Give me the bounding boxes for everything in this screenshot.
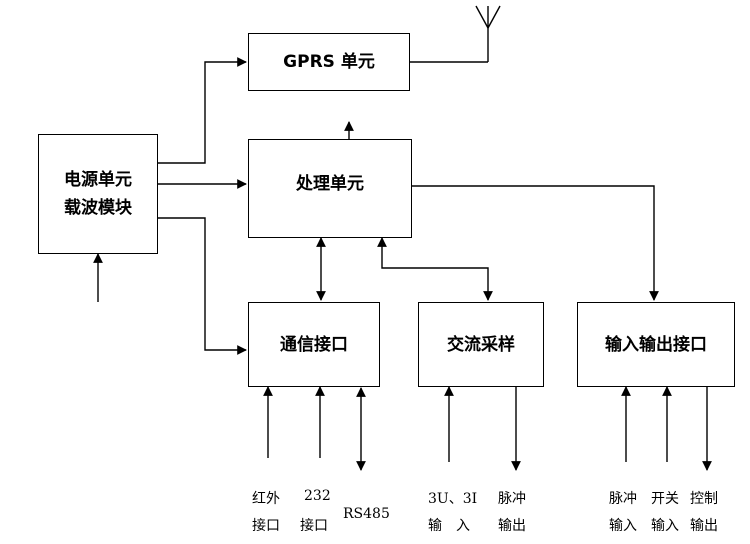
switch-input-label-2: 输入 xyxy=(651,518,679,534)
antenna-icon xyxy=(410,5,501,63)
comm-interface-block: 通信接口 xyxy=(248,302,380,387)
pulse-output-label-1: 脉冲 xyxy=(498,491,526,507)
ac-sampling-label: 交流采样 xyxy=(447,334,515,355)
power-to-gprs-arrow xyxy=(158,57,247,164)
pulse-output-label-2: 输出 xyxy=(498,518,526,534)
power-to-comm-arrow xyxy=(158,217,247,355)
processor-unit-block: 处理单元 xyxy=(248,139,412,238)
p232-label-1: 232 xyxy=(304,488,331,504)
processor-ac-arrow xyxy=(377,237,493,301)
ir-label-1: 红外 xyxy=(252,491,280,507)
carrier-module-label: 载波模块 xyxy=(64,198,132,218)
ac-input-label-2: 输 入 xyxy=(428,518,470,534)
pulse-input-label-1: 脉冲 xyxy=(609,491,637,507)
comm-interface-label: 通信接口 xyxy=(280,334,348,355)
gprs-unit-block: GPRS 单元 xyxy=(248,33,410,91)
ir-label-2: 接口 xyxy=(252,518,280,534)
ac-sampling-block: 交流采样 xyxy=(418,302,544,387)
p232-label-2: 接口 xyxy=(300,518,328,534)
io-interface-label: 输入输出接口 xyxy=(605,334,707,355)
pulse-input-label-2: 输入 xyxy=(609,518,637,534)
gprs-unit-label: GPRS 单元 xyxy=(283,52,375,72)
control-output-label-2: 输出 xyxy=(690,518,718,534)
power-unit-label: 电源单元 xyxy=(64,170,132,190)
io-interface-block: 输入输出接口 xyxy=(577,302,735,387)
processor-io-arrow xyxy=(412,185,659,301)
processor-unit-label: 处理单元 xyxy=(296,174,364,194)
ac-input-label-1: 3U、3I xyxy=(428,491,478,507)
switch-input-label-1: 开关 xyxy=(651,491,679,507)
control-output-label-1: 控制 xyxy=(690,491,718,507)
power-unit-block: 电源单元 载波模块 xyxy=(38,134,158,254)
rs485-label: RS485 xyxy=(343,506,390,522)
